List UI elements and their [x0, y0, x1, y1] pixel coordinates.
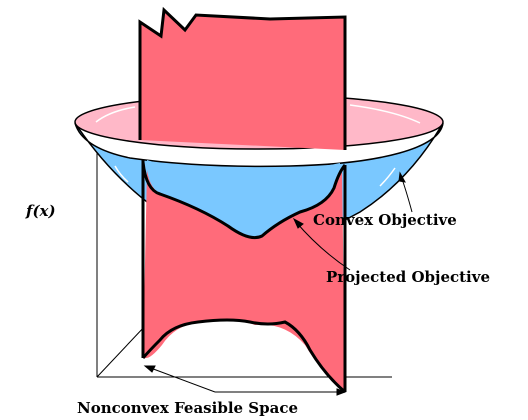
feasible-sheet-lower	[143, 168, 345, 390]
projected-objective-arrowhead	[292, 217, 304, 229]
projected-objective-curve	[141, 161, 347, 240]
feasible-space-arrow-left	[147, 366, 216, 393]
projected-objective-arrow	[295, 221, 351, 271]
feasible-sheet-upper	[140, 10, 345, 150]
bowl-front-segment	[147, 160, 340, 236]
depth-axis	[96, 324, 147, 378]
annotation-arrows	[143, 171, 413, 396]
feasible-space-arrowhead-right	[336, 388, 347, 396]
convex-objective-label: Convex Objective	[313, 211, 457, 229]
feasible-space-label: Nonconvex Feasible Space	[77, 399, 298, 417]
y-axis-label: f(x)	[25, 202, 56, 220]
feasible-space-arrowhead-left	[143, 365, 156, 373]
bowl-highlights	[95, 104, 421, 187]
feasible-space-curve	[141, 318, 346, 394]
projected-objective-label: Projected Objective	[326, 268, 490, 286]
convex-objective-arrowhead	[398, 171, 406, 183]
feasible-sheet-upper-outline	[138, 6, 347, 150]
